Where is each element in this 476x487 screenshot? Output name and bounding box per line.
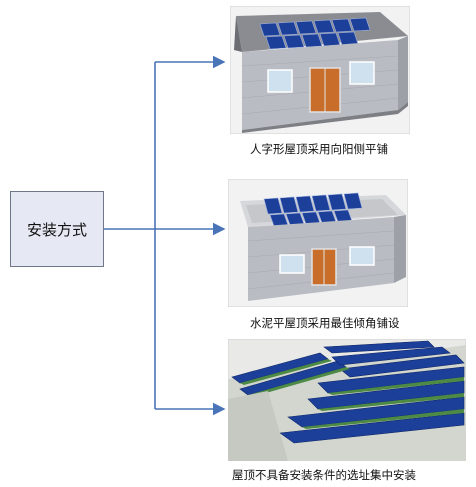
caption-gable-roof: 人字形屋顶采用向阳侧平铺: [250, 142, 388, 156]
window-left: [279, 254, 305, 274]
roof-solar-panels: [259, 17, 371, 50]
window-right: [349, 246, 375, 266]
root-label: 安装方式: [26, 220, 87, 239]
window-right: [349, 61, 375, 85]
caption-ground-array: 屋顶不具备安装条件的选址集中安装: [232, 468, 416, 482]
ground-array-image: [228, 339, 466, 461]
gable-roof-house-image: [230, 6, 410, 134]
flat-roof-house-image: [228, 179, 408, 307]
root-node: 安装方式: [10, 191, 104, 267]
window-left: [267, 69, 293, 93]
ground-grass-strips: [240, 359, 464, 429]
caption-flat-roof: 水泥平屋顶采用最佳倾角铺设: [250, 316, 400, 330]
ground-solar-rows: [231, 340, 465, 444]
